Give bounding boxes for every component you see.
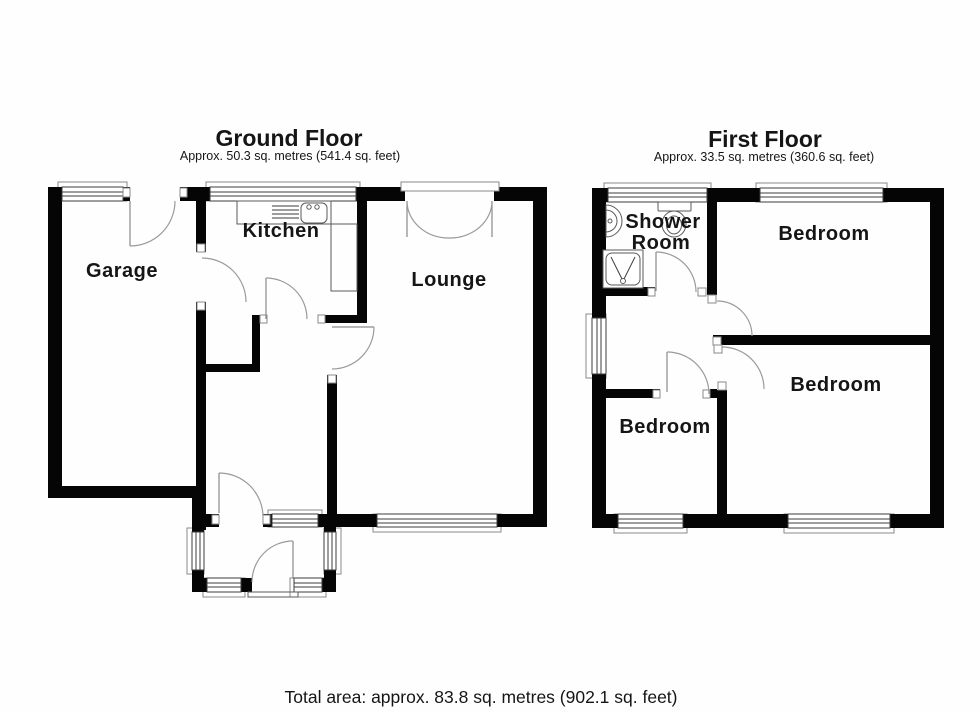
ground-floor-title: Ground Floor bbox=[216, 125, 363, 151]
ground-floor-windows bbox=[61, 186, 498, 593]
porch-right-window bbox=[323, 531, 337, 571]
room-label-bedroom-right: Bedroom bbox=[790, 374, 881, 396]
shower-room-fixtures bbox=[602, 201, 692, 289]
room-label-garage: Garage bbox=[86, 260, 158, 282]
kitchen-counter bbox=[236, 200, 332, 225]
first-floor-title: First Floor bbox=[708, 126, 822, 152]
kitchen-sink-icon bbox=[300, 202, 328, 224]
first-floor-plan: Shower Room Bedroom Bedroom Bedroom bbox=[585, 182, 944, 534]
bedroom-right-window bbox=[787, 513, 891, 529]
bedroom-top-window bbox=[759, 187, 884, 203]
french-door-frame bbox=[400, 181, 500, 192]
lounge-window bbox=[376, 513, 498, 528]
basin-icon bbox=[605, 204, 623, 238]
porch-left-window bbox=[191, 531, 205, 571]
room-label-shower-line2: Room bbox=[632, 232, 691, 254]
ground-floor-plan: Garage Kitchen Lounge bbox=[48, 181, 547, 598]
garage-window bbox=[61, 186, 124, 202]
hall-porch-door-arc bbox=[218, 472, 264, 518]
kitchen-fixtures bbox=[236, 200, 358, 292]
porch-bottom-left-window bbox=[206, 577, 242, 593]
ground-floor-window-sills bbox=[57, 181, 502, 598]
room-label-bedroom-left: Bedroom bbox=[619, 416, 710, 438]
french-door-right-arc bbox=[448, 200, 493, 239]
toilet-icon bbox=[657, 201, 692, 238]
draining-board-icon bbox=[272, 205, 299, 219]
ground-floor-doors bbox=[122, 181, 500, 598]
room-label-lounge: Lounge bbox=[411, 269, 486, 291]
hall-window bbox=[271, 513, 319, 528]
shower-tray-icon bbox=[602, 249, 644, 289]
porch-bottom-right-window bbox=[293, 577, 323, 593]
kitchen-counter-return bbox=[330, 223, 358, 292]
front-door-arc bbox=[251, 540, 294, 583]
total-area-text: Total area: approx. 83.8 sq. metres (902… bbox=[285, 687, 678, 707]
bedroom-left-window bbox=[617, 513, 684, 529]
bedroom-top-door-arc bbox=[716, 300, 753, 337]
first-floor-windows bbox=[591, 187, 891, 529]
room-label-shower-line1: Shower bbox=[625, 211, 700, 233]
landing-window bbox=[591, 317, 607, 375]
garage-door-arc bbox=[129, 200, 176, 247]
kitchen-door-arc bbox=[265, 277, 308, 320]
first-floor-area: Approx. 33.5 sq. metres (360.6 sq. feet) bbox=[654, 150, 874, 164]
first-floor-doors bbox=[647, 251, 765, 399]
bedroom-left-door-arc bbox=[666, 351, 710, 395]
shower-room-door-arc bbox=[655, 251, 697, 293]
ground-floor-area: Approx. 50.3 sq. metres (541.4 sq. feet) bbox=[180, 149, 400, 163]
garage-side-door-arc bbox=[201, 257, 247, 303]
kitchen-window bbox=[209, 186, 357, 202]
room-label-kitchen: Kitchen bbox=[243, 220, 320, 242]
shower-room-window bbox=[607, 187, 708, 203]
room-label-bedroom-top: Bedroom bbox=[778, 223, 869, 245]
bedroom-right-door-arc bbox=[721, 346, 765, 390]
french-door-left-arc bbox=[406, 200, 450, 239]
front-door-threshold bbox=[247, 591, 299, 598]
first-floor-walls bbox=[592, 188, 944, 528]
lounge-door-arc bbox=[331, 326, 375, 370]
